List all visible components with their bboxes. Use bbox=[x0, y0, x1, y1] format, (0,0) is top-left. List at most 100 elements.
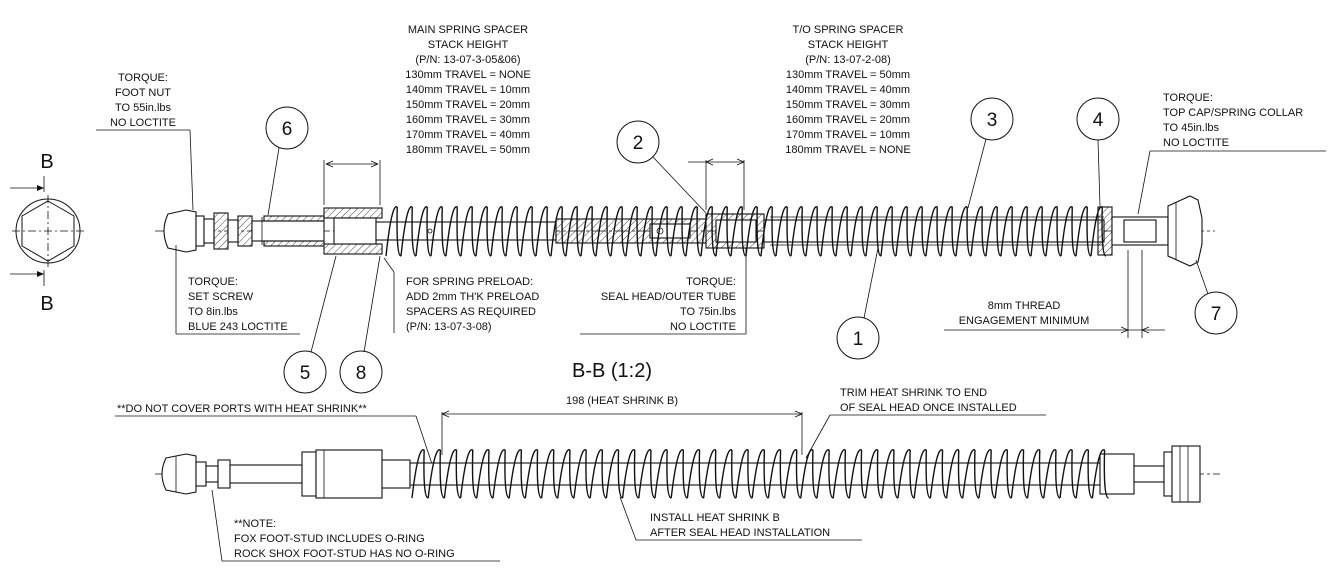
spring-coil bbox=[864, 449, 883, 499]
spring-coil bbox=[895, 206, 912, 257]
svg-text:150mm TRAVEL = 20mm: 150mm TRAVEL = 20mm bbox=[406, 99, 530, 111]
note-torque-foot-nut: TORQUE: FOOT NUT TO 55in.lbs NO LOCTITE bbox=[96, 72, 194, 211]
svg-text:1: 1 bbox=[853, 329, 864, 350]
spring-coil bbox=[670, 206, 687, 257]
spring-coil bbox=[540, 449, 559, 499]
spring-coil bbox=[790, 206, 807, 257]
svg-text:(P/N: 13-07-3-08): (P/N: 13-07-3-08) bbox=[406, 321, 492, 333]
spring-coil bbox=[880, 206, 897, 257]
spring-coil bbox=[832, 449, 850, 499]
spring-coil bbox=[460, 206, 477, 257]
spring-coil bbox=[962, 449, 980, 499]
svg-text:ADD 2mm TH'K PRELOAD: ADD 2mm TH'K PRELOAD bbox=[406, 291, 539, 303]
balloon-8: 8 bbox=[339, 255, 383, 394]
svg-text:INSTALL HEAT SHRINK B: INSTALL HEAT SHRINK B bbox=[650, 512, 780, 524]
svg-text:8mm THREAD: 8mm THREAD bbox=[988, 300, 1061, 312]
spring-coil bbox=[848, 449, 866, 499]
section-label-top: B bbox=[40, 151, 53, 173]
spring-coil bbox=[520, 206, 537, 257]
section-b-end-view: B B bbox=[10, 151, 84, 315]
spring-coil bbox=[1043, 449, 1061, 499]
spring-coil bbox=[820, 206, 837, 257]
note-torque-top-cap: TORQUE: TOP CAP/SPRING COLLAR TO 45in.lb… bbox=[1137, 92, 1326, 215]
spring-coil bbox=[978, 449, 996, 499]
spring-coil bbox=[490, 206, 507, 257]
svg-text:NO LOCTITE: NO LOCTITE bbox=[1163, 137, 1229, 149]
spring-coil bbox=[573, 449, 591, 499]
spring-coil bbox=[565, 206, 582, 257]
spring-coil bbox=[427, 449, 445, 499]
svg-text:FOX FOOT-STUD INCLUDES O-RING: FOX FOOT-STUD INCLUDES O-RING bbox=[234, 533, 425, 545]
spring-coil bbox=[735, 449, 753, 499]
spring-coil bbox=[985, 206, 1002, 257]
spring-coil bbox=[955, 206, 972, 257]
spring-coil bbox=[1060, 206, 1077, 257]
spring-coil bbox=[715, 206, 732, 257]
spring-coil bbox=[459, 449, 478, 499]
svg-text:140mm TRAVEL = 10mm: 140mm TRAVEL = 10mm bbox=[406, 84, 530, 96]
balloon-5: 5 bbox=[283, 255, 337, 394]
svg-text:NO LOCTITE: NO LOCTITE bbox=[110, 117, 176, 129]
svg-text:TO 75in.lbs: TO 75in.lbs bbox=[680, 306, 737, 318]
svg-text:TO 45in.lbs: TO 45in.lbs bbox=[1163, 122, 1220, 134]
svg-text:160mm TRAVEL = 30mm: 160mm TRAVEL = 30mm bbox=[406, 114, 530, 126]
svg-text:BLUE 243 LOCTITE: BLUE 243 LOCTITE bbox=[188, 321, 288, 333]
spring-coil bbox=[686, 449, 704, 499]
svg-text:SPACERS AS REQUIRED: SPACERS AS REQUIRED bbox=[406, 306, 536, 318]
spring-coil bbox=[800, 449, 818, 499]
spring-coil bbox=[913, 449, 931, 499]
spring-coil bbox=[805, 206, 822, 257]
balloon-4: 4 bbox=[1076, 97, 1120, 207]
spring-coil bbox=[1059, 449, 1077, 499]
spring-coil bbox=[702, 449, 721, 499]
spring-coil bbox=[685, 206, 702, 257]
svg-text:180mm TRAVEL = 50mm: 180mm TRAVEL = 50mm bbox=[406, 144, 530, 156]
spring-coil bbox=[580, 206, 597, 257]
svg-text:TO 55in.lbs: TO 55in.lbs bbox=[115, 102, 172, 114]
svg-text:NO LOCTITE: NO LOCTITE bbox=[670, 321, 736, 333]
spring-coil bbox=[850, 206, 867, 257]
spring-coil bbox=[605, 449, 623, 499]
svg-text:160mm TRAVEL = 20mm: 160mm TRAVEL = 20mm bbox=[786, 114, 910, 126]
spring-coil bbox=[970, 206, 987, 257]
svg-text:OF SEAL HEAD ONCE INSTALLED: OF SEAL HEAD ONCE INSTALLED bbox=[840, 402, 1017, 414]
svg-text:130mm TRAVEL = NONE: 130mm TRAVEL = NONE bbox=[405, 69, 530, 81]
spring-coil bbox=[535, 206, 552, 257]
spring-coil bbox=[430, 206, 447, 257]
svg-text:TORQUE:: TORQUE: bbox=[686, 276, 736, 288]
spring-coil bbox=[492, 449, 510, 499]
svg-text:ROCK SHOX FOOT-STUD HAS NO O-R: ROCK SHOX FOOT-STUD HAS NO O-RING bbox=[234, 548, 455, 560]
spring-coil bbox=[621, 449, 640, 499]
spring-coil bbox=[654, 449, 672, 499]
spring-coil bbox=[1075, 449, 1093, 499]
spring-coil bbox=[929, 449, 947, 499]
spring-coil bbox=[524, 449, 542, 499]
spring-coil bbox=[550, 206, 567, 257]
spring-coil bbox=[640, 206, 657, 257]
spring-coil bbox=[443, 449, 461, 499]
spring-coil bbox=[1045, 206, 1062, 257]
svg-text:8: 8 bbox=[356, 363, 367, 384]
spring-coil bbox=[411, 449, 429, 499]
note-trim-heat-shrink: TRIM HEAT SHRINK TO END OF SEAL HEAD ONC… bbox=[805, 387, 1046, 459]
spring-coil bbox=[1010, 449, 1028, 499]
spring-coil bbox=[700, 206, 717, 257]
spring-coil bbox=[638, 449, 656, 499]
svg-text:5: 5 bbox=[300, 363, 311, 384]
svg-text:2: 2 bbox=[633, 133, 644, 154]
spring-coil bbox=[760, 206, 777, 257]
spring-coil bbox=[445, 206, 462, 257]
thread-dimension bbox=[944, 250, 1165, 338]
svg-text:TORQUE:: TORQUE: bbox=[118, 72, 168, 84]
spring-coil bbox=[1090, 206, 1107, 257]
svg-text:STACK HEIGHT: STACK HEIGHT bbox=[808, 39, 889, 51]
spring-coil bbox=[745, 206, 762, 257]
spring-coil bbox=[625, 206, 642, 257]
svg-text:T/O SPRING SPACER: T/O SPRING SPACER bbox=[792, 24, 903, 36]
spring-coil bbox=[994, 449, 1012, 499]
note-torque-seal-head: TORQUE: SEAL HEAD/OUTER TUBE TO 75in.lbs… bbox=[580, 248, 747, 335]
note-foot-stud: **NOTE: FOX FOOT-STUD INCLUDES O-RING RO… bbox=[211, 489, 500, 562]
spring-coil bbox=[670, 449, 688, 499]
spring-coil bbox=[595, 206, 612, 257]
